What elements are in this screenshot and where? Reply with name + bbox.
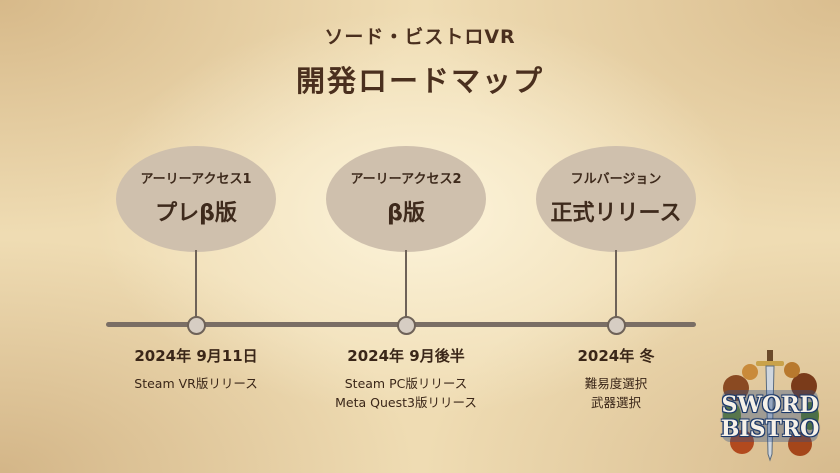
milestone-date-1: 2024年 9月11日 <box>134 347 258 365</box>
milestone-stem-3 <box>615 250 617 318</box>
milestone-name-2: β版 <box>387 201 425 226</box>
milestone-bubble-2: アーリーアクセス2 β版 <box>326 146 486 252</box>
milestone-name-1: プレβ版 <box>155 201 237 226</box>
logo-text-line1: SWORD <box>721 392 819 418</box>
game-title: ソード・ビストロVR <box>324 26 516 48</box>
logo-emblem-icon <box>722 350 819 462</box>
milestone-name-3: 正式リリース <box>550 201 682 226</box>
milestone-phase-1: アーリーアクセス1 <box>140 172 252 187</box>
milestone-detail-line: 武器選択 <box>590 395 641 410</box>
milestone-detail-line: Steam PC版リリース <box>344 376 468 391</box>
milestone-stem-2 <box>405 250 407 318</box>
milestone-stem-1 <box>195 250 197 318</box>
milestone-date-2: 2024年 9月後半 <box>347 347 465 365</box>
logo-text-line2: BISTRO <box>720 416 820 442</box>
milestone-phase-2: アーリーアクセス2 <box>350 172 462 187</box>
page-title: 開発ロードマップ <box>295 64 544 98</box>
milestone-detail-line: 難易度選択 <box>584 376 648 391</box>
milestone-date-3: 2024年 冬 <box>577 347 655 365</box>
milestone-detail-line: Steam VR版リリース <box>134 376 258 391</box>
milestone-bubble-3: フルバージョン 正式リリース <box>536 146 696 252</box>
milestone-phase-3: フルバージョン <box>570 172 662 187</box>
timeline-node-2 <box>397 316 416 335</box>
timeline-node-3 <box>607 316 626 335</box>
timeline-node-1 <box>187 316 206 335</box>
sword-bistro-logo: SWORD BISTRO <box>718 346 822 464</box>
milestone-details-1: Steam VR版リリース <box>86 374 306 393</box>
milestone-detail-line: Meta Quest3版リリース <box>335 395 477 410</box>
milestone-details-3: 難易度選択 武器選択 <box>506 374 726 412</box>
milestone-details-2: Steam PC版リリース Meta Quest3版リリース <box>296 374 516 412</box>
milestone-bubble-1: アーリーアクセス1 プレβ版 <box>116 146 276 252</box>
